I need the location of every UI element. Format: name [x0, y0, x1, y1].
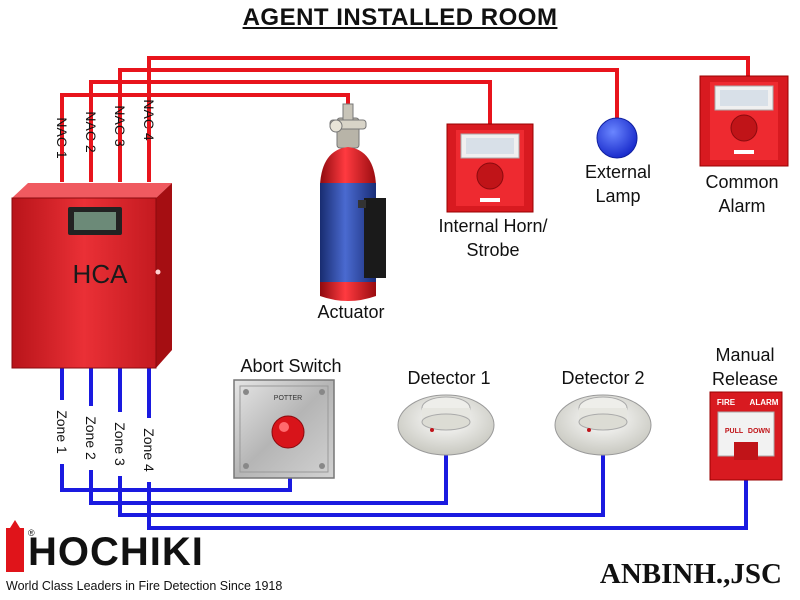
common-alarm-label-line1: Common — [705, 172, 779, 192]
nac-3-label: NAC 3 — [112, 105, 128, 147]
common-alarm-label-line2: Alarm — [718, 196, 766, 216]
hca-panel — [11, 183, 172, 369]
zone-4-label: Zone 4 — [139, 418, 159, 482]
common-alarm — [699, 75, 789, 167]
actuator-cylinder — [320, 103, 386, 301]
abort-switch-label: Abort Switch — [240, 356, 342, 376]
external-lamp-label-line2: Lamp — [595, 186, 641, 206]
detector-2-label: Detector 2 — [561, 368, 645, 388]
manual-release-label-line2: Release — [711, 369, 779, 389]
actuator-label: Actuator — [317, 302, 385, 322]
manual-pull-text: PULL — [724, 428, 744, 435]
detector-1 — [397, 394, 495, 456]
company-name: ANBINH.,JSC — [599, 558, 782, 590]
manual-alarm-text: ALARM — [749, 398, 779, 407]
nac2-wire — [89, 80, 492, 182]
nac3-wire — [118, 68, 619, 182]
zone3-wire — [118, 362, 605, 517]
nac-4-label: NAC 4 — [141, 99, 157, 141]
internal-horn-label-line2: Strobe — [466, 240, 520, 260]
internal-horn-strobe — [446, 123, 534, 213]
external-lamp — [596, 117, 638, 159]
abort-switch — [233, 379, 335, 479]
abort-switch-brand: POTTER — [273, 395, 303, 402]
hochiki-logo-mark — [6, 520, 24, 572]
internal-horn-label-line1: Internal Horn/ — [438, 216, 548, 236]
manual-release-label-line1: Manual — [715, 345, 775, 365]
hochiki-registered-mark: ® — [28, 528, 35, 538]
nac4-wire — [147, 56, 750, 182]
nac-1-label: NAC 1 — [54, 117, 70, 159]
hochiki-logo-name: HOCHIKI — [28, 530, 204, 574]
nac-2-label: NAC 2 — [83, 111, 99, 153]
manual-release — [709, 391, 783, 481]
hochiki-tagline: World Class Leaders in Fire Detection Si… — [6, 579, 283, 593]
nac1-wire — [60, 93, 350, 182]
zone-2-label: Zone 2 — [81, 406, 101, 470]
external-lamp-label-line1: External — [584, 162, 652, 182]
detector-2 — [554, 394, 652, 456]
manual-fire-text: FIRE — [716, 398, 736, 407]
zone-1-label: Zone 1 — [52, 400, 72, 464]
manual-down-text: DOWN — [747, 428, 771, 435]
hca-panel-label: HCA — [72, 259, 128, 289]
detector-1-label: Detector 1 — [407, 368, 491, 388]
zone-3-label: Zone 3 — [110, 412, 130, 476]
page-title: AGENT INSTALLED ROOM — [242, 4, 558, 31]
